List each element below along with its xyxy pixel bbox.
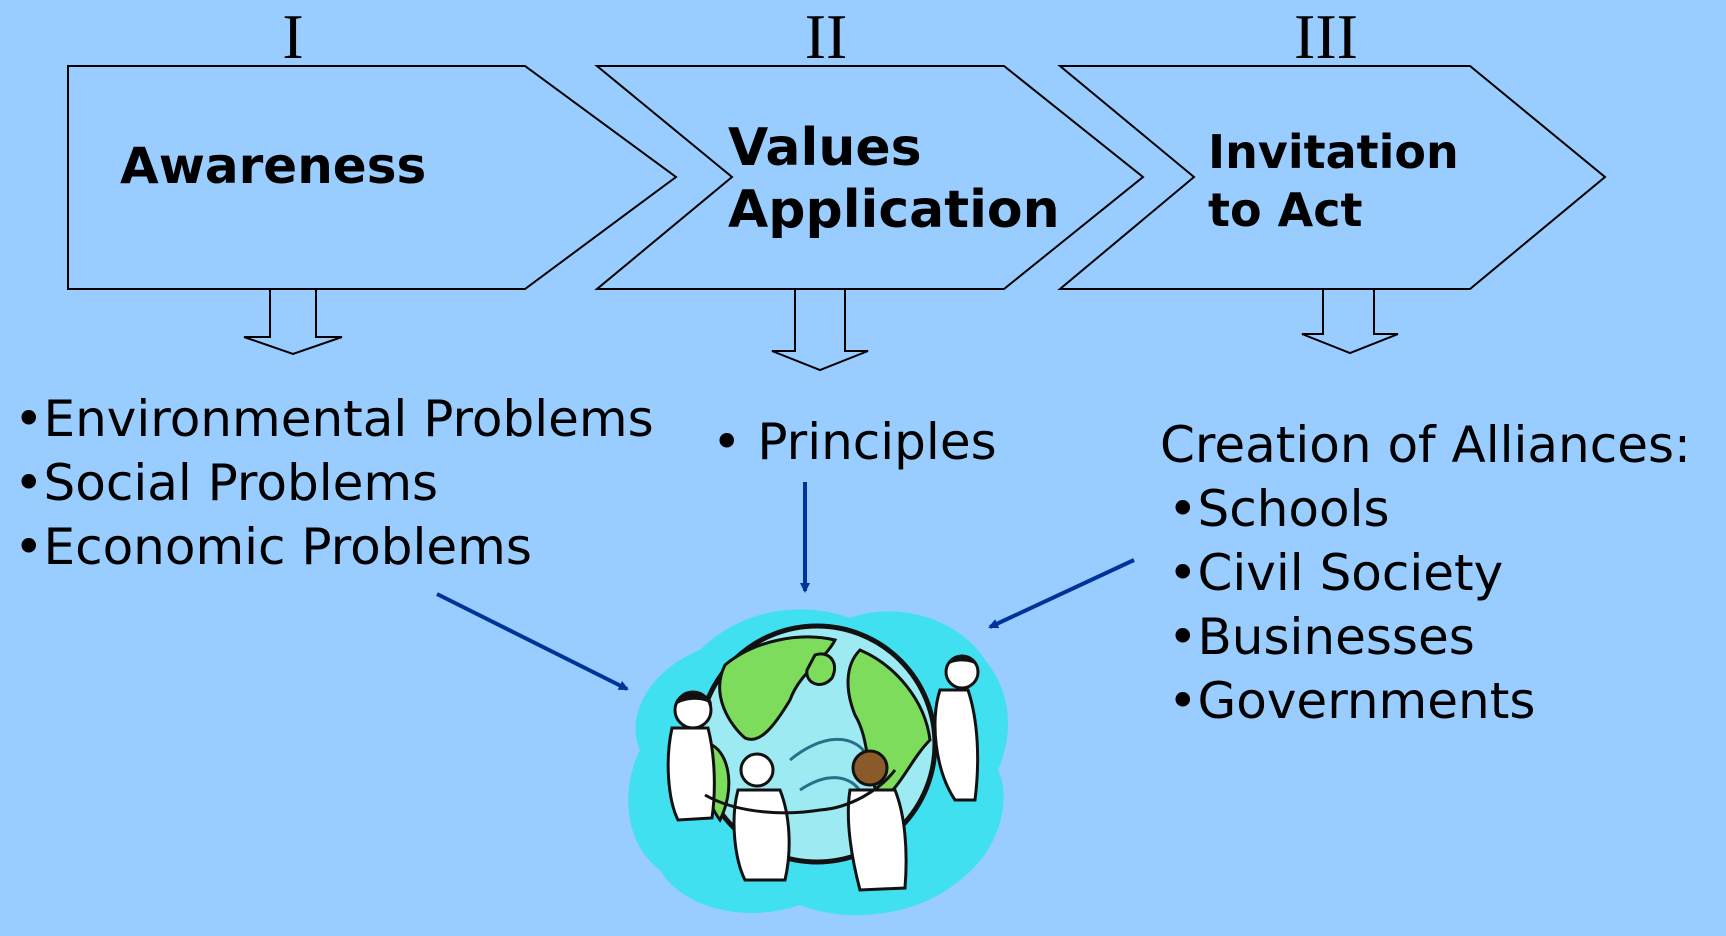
down-arrow-1 (243, 290, 343, 356)
list-item: •Economic Problems (14, 518, 532, 576)
stage-numeral-2: II (805, 1, 848, 72)
stage-invitation-to-act: III Invitation to Act (1057, 1, 1607, 290)
children-holding-globe-icon (628, 609, 1008, 916)
alliances-block: Creation of Alliances: •Schools •Civil S… (1160, 413, 1691, 733)
stage-numeral-1: I (282, 1, 303, 72)
stage-title-3: Invitation to Act (1208, 125, 1475, 237)
list-item: •Civil Society (1168, 544, 1504, 602)
list-item: • Principles (712, 413, 997, 471)
down-arrow-3 (1301, 290, 1399, 355)
stage-chevron-1 (67, 65, 678, 290)
stage-numeral-3: III (1294, 1, 1358, 72)
alliances-list: •Schools •Civil Society •Businesses •Gov… (1160, 477, 1691, 733)
stage-title-1: Awareness (120, 137, 426, 195)
list-item: •Social Problems (14, 454, 439, 512)
down-arrow-2 (771, 290, 869, 372)
list-item: •Environmental Problems (14, 390, 654, 448)
stage-awareness: I Awareness (67, 1, 678, 290)
list-item: •Schools (1168, 480, 1390, 538)
list-item: •Governments (1168, 672, 1536, 730)
pointer-arrow-alliances (988, 558, 1135, 629)
stage-chevron-2 (594, 65, 1145, 290)
awareness-list: •Environmental Problems •Social Problems… (14, 387, 654, 579)
alliances-heading: Creation of Alliances: (1160, 416, 1691, 474)
pointer-arrow-awareness (436, 592, 629, 691)
stage-title-2: Values Application (728, 118, 1060, 240)
stage-chevron-3 (1057, 65, 1607, 290)
stage-values-application: II Values Application (594, 1, 1145, 290)
values-list: • Principles (712, 410, 997, 474)
list-item: •Businesses (1168, 608, 1475, 666)
